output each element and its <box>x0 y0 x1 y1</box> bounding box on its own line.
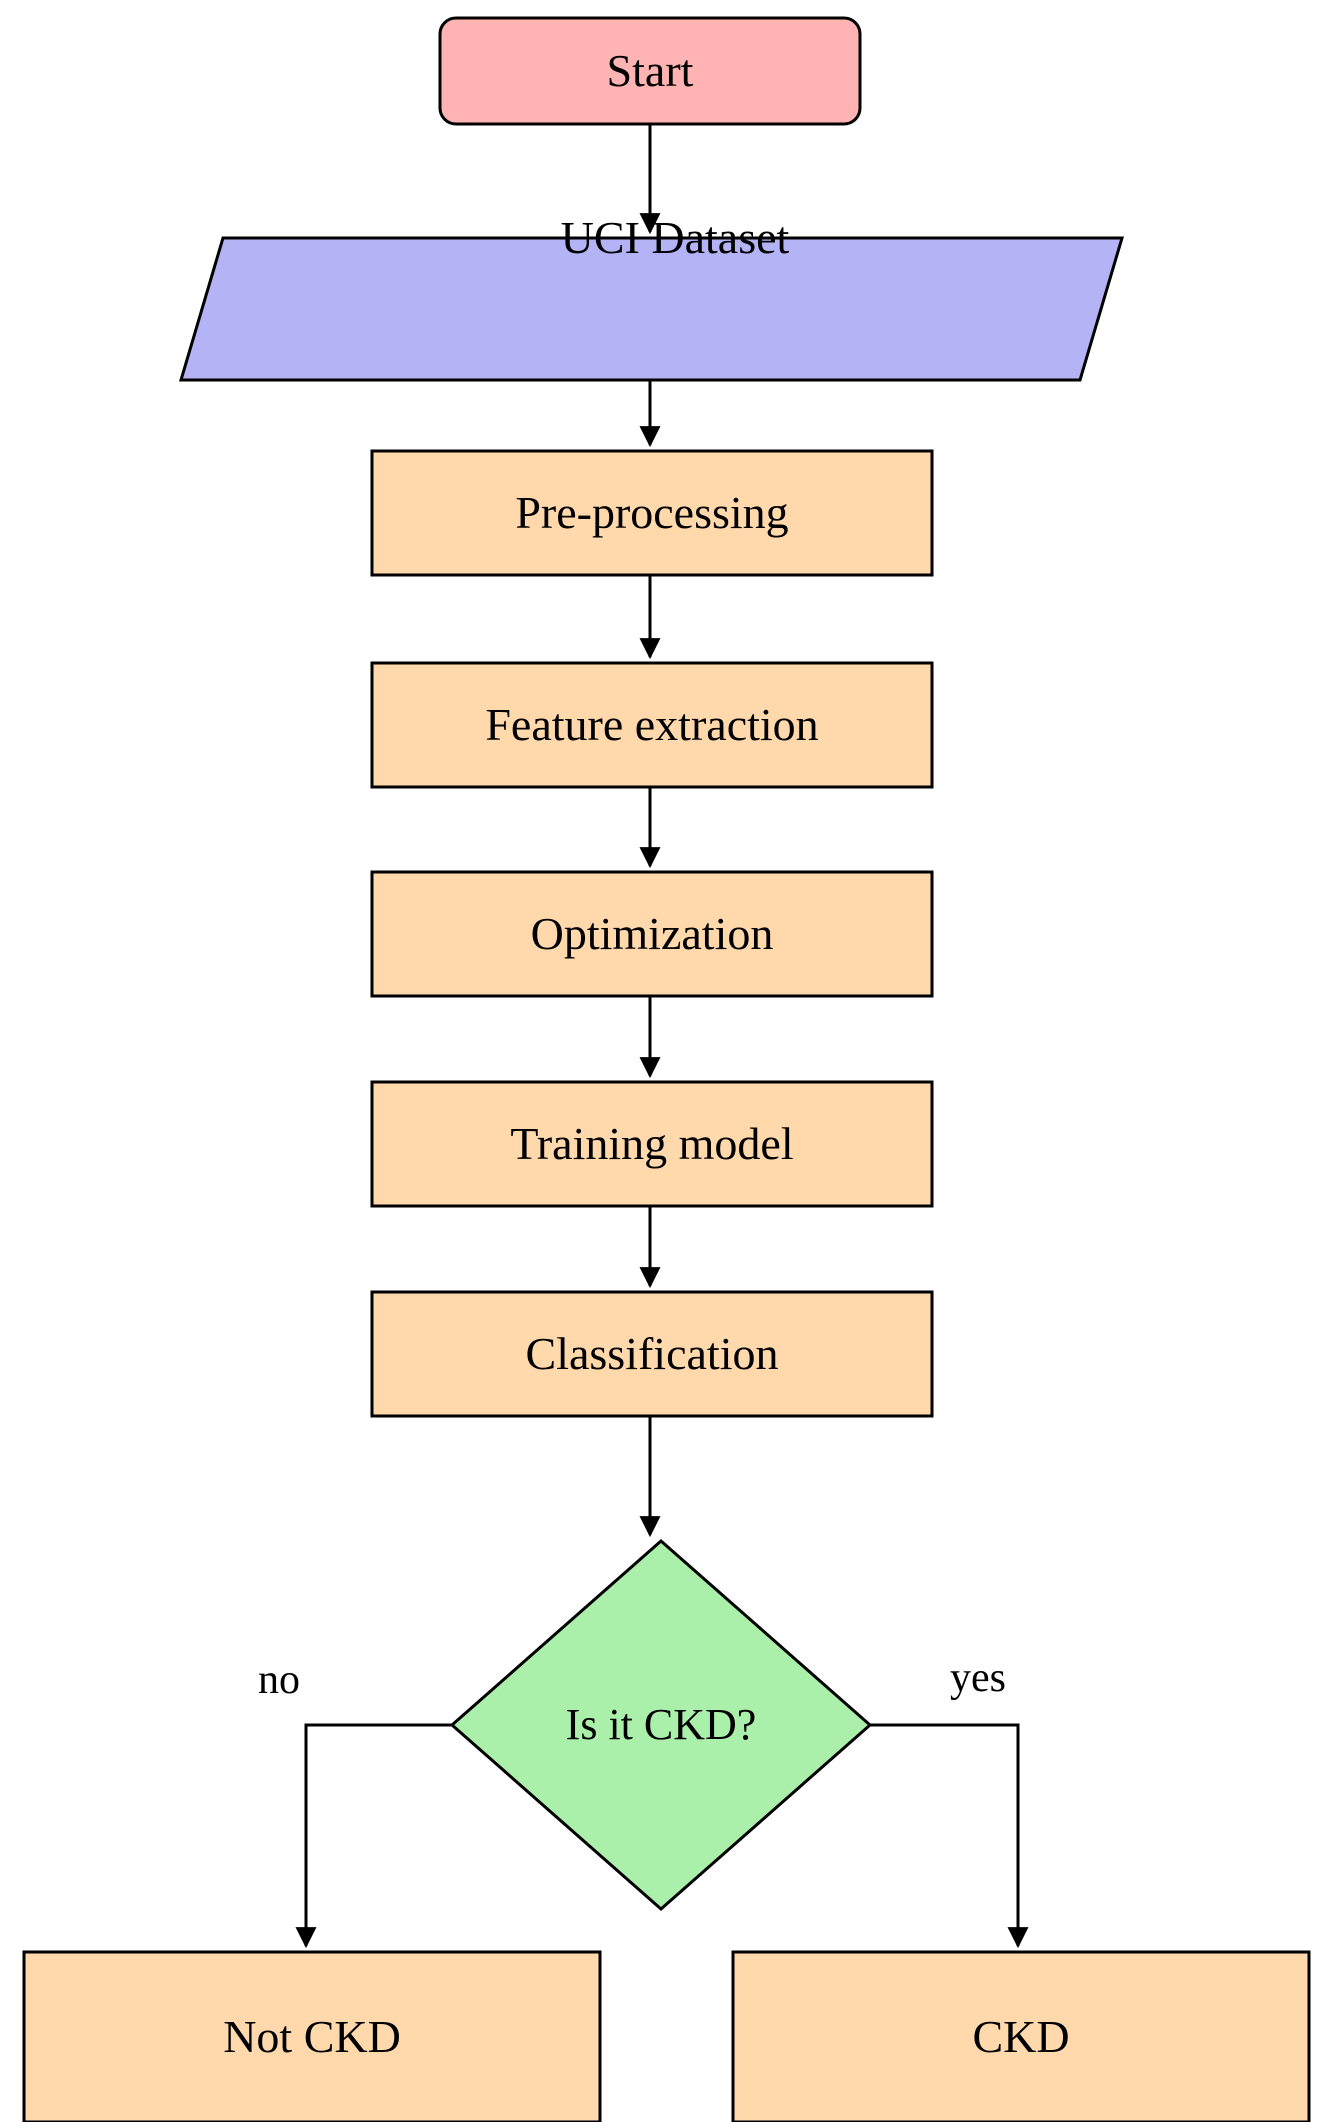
edge-decision-to-ckd <box>870 1723 1029 1949</box>
node-pre-shape[interactable] <box>370 449 934 577</box>
node-optim-shape[interactable] <box>370 870 934 998</box>
node-dataset-shape[interactable] <box>178 236 1125 382</box>
node-classif-shape[interactable] <box>370 1290 934 1418</box>
node-training-shape[interactable] <box>370 1080 934 1208</box>
node-decision-shape[interactable] <box>449 1539 873 1911</box>
node-feature-shape[interactable] <box>370 661 934 789</box>
node-start-shape[interactable] <box>438 16 862 126</box>
node-ckd-shape[interactable] <box>731 1950 1311 2122</box>
node-notckd-shape[interactable] <box>22 1950 602 2122</box>
edge-decision-to-notckd <box>295 1723 452 1949</box>
